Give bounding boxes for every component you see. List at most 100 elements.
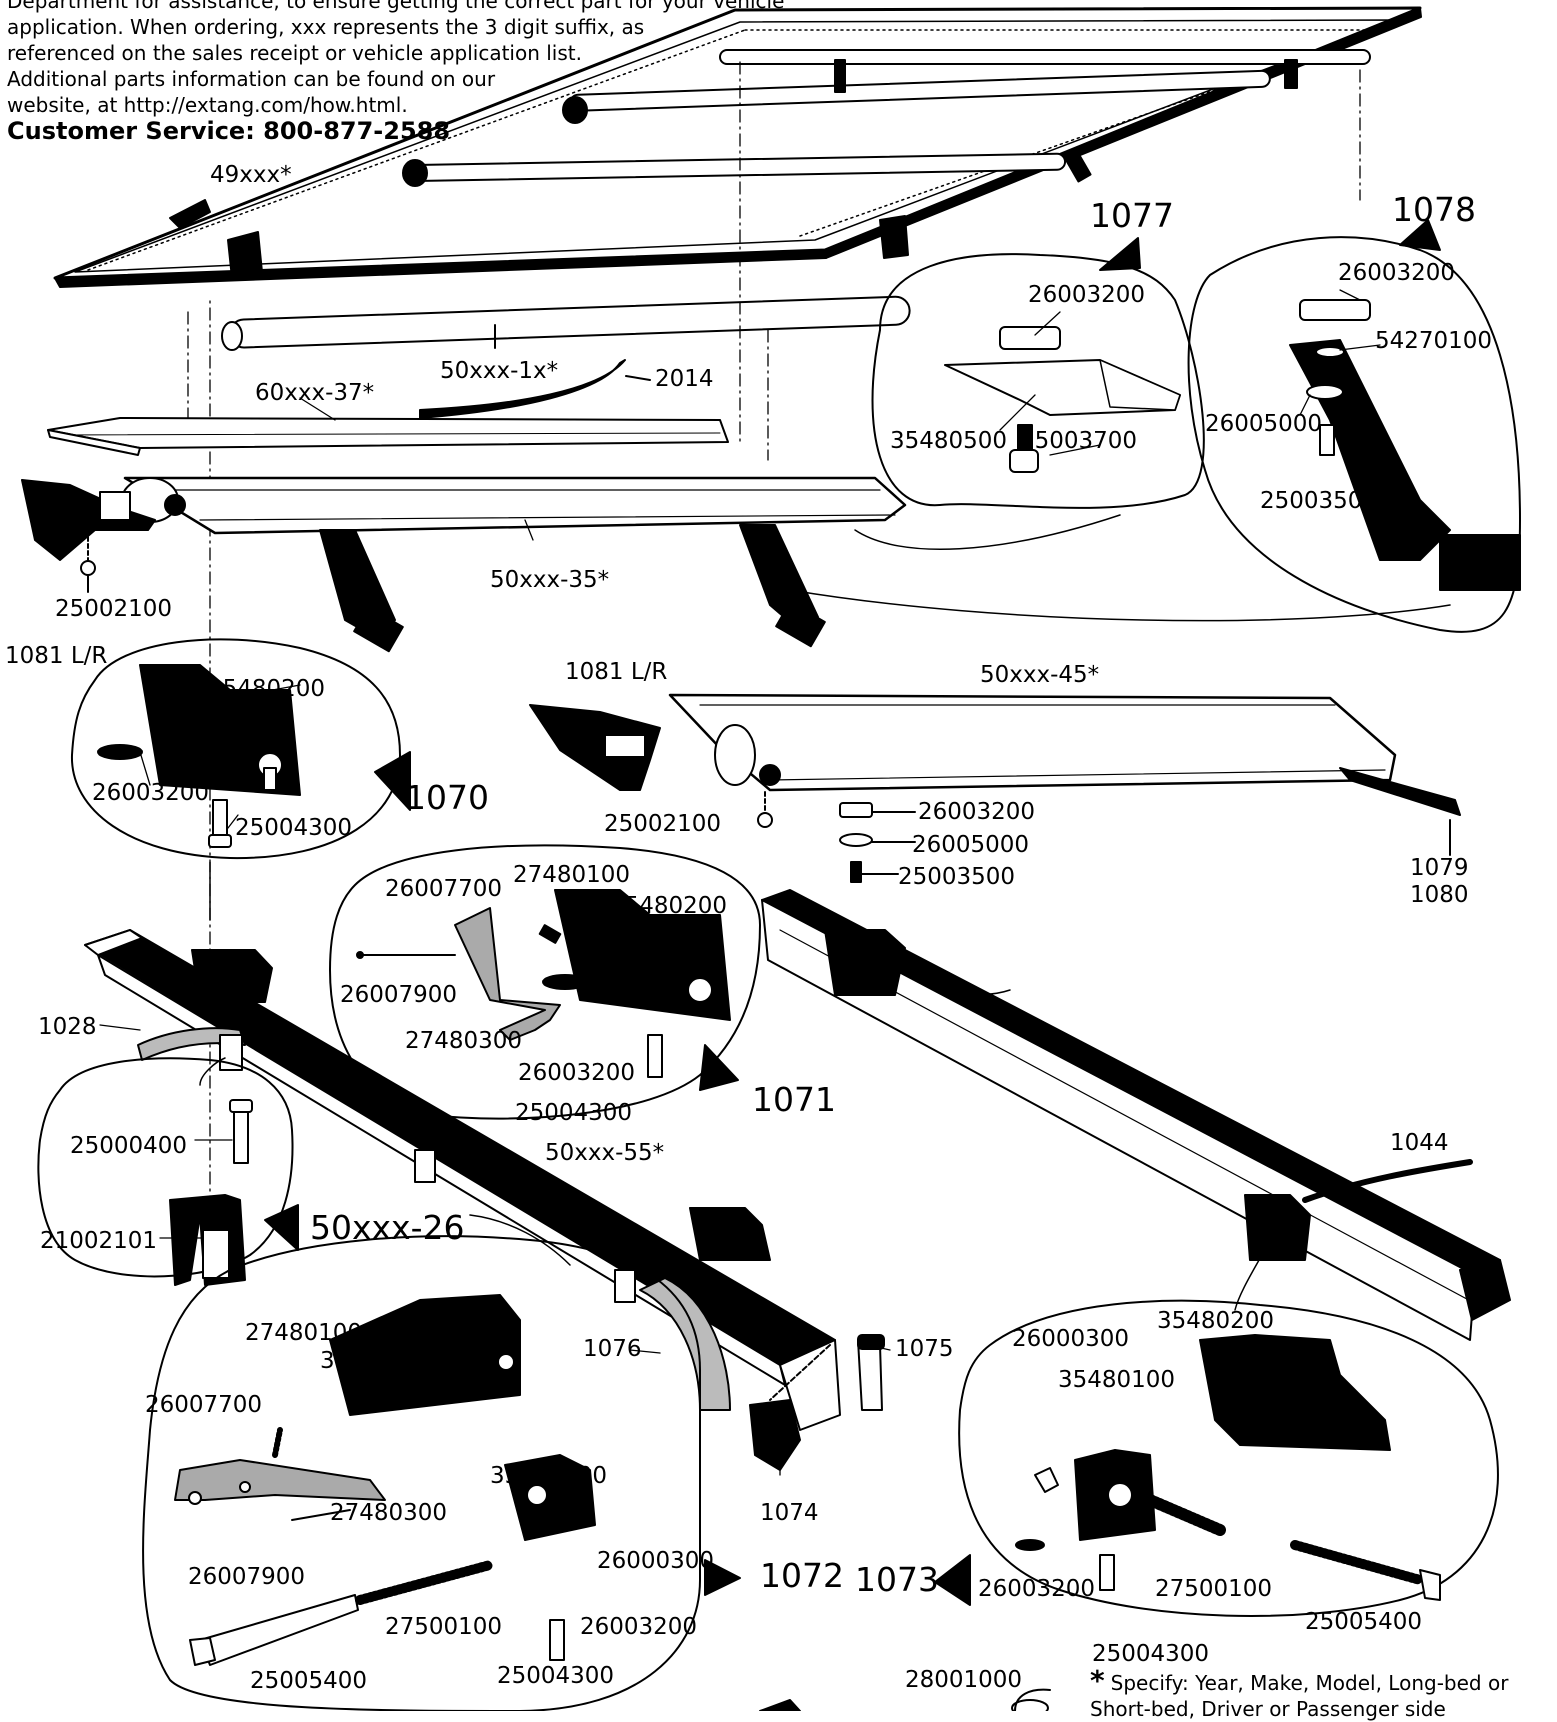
part-label: 50xxx-1x* — [440, 358, 559, 384]
part-label: 1074 — [760, 1500, 819, 1526]
bubble-1072 — [142, 1235, 741, 1711]
part-label: 27480100 — [513, 862, 631, 888]
part-label: 1044 — [1390, 1130, 1449, 1156]
part-label: 26003200 — [978, 1576, 1096, 1602]
part-label: 25005400 — [250, 1668, 368, 1694]
part-label: 25003700 — [1020, 428, 1138, 454]
ordering-instructions: Department for assistance, to ensure get… — [7, 0, 785, 145]
part-label: 1079 — [1410, 855, 1469, 881]
part-label: 1081 L/R — [565, 659, 668, 685]
part-label: 26007900 — [340, 982, 458, 1008]
rail-50xxx-55 — [84, 929, 841, 1431]
part-label: 25005400 — [1305, 1609, 1423, 1635]
part-label: 26000300 — [1012, 1326, 1130, 1352]
weather-strip-2014 — [419, 359, 626, 419]
bubble-50xxx-26 — [37, 1057, 299, 1286]
part-label: 1075 — [895, 1336, 954, 1362]
part-label: 26003200 — [580, 1614, 698, 1640]
part-label: 26003200 — [518, 1060, 636, 1086]
asterisk: * — [1090, 1664, 1105, 1697]
callout-number: 50xxx-26 — [310, 1208, 465, 1247]
part-label: 25000400 — [70, 1133, 188, 1159]
part-label: 21002101 — [40, 1228, 158, 1254]
part-label: 26003200 — [918, 799, 1036, 825]
part-label: 27480300 — [330, 1500, 448, 1526]
leader-lines — [99, 289, 1381, 1476]
leader-curve — [854, 514, 1121, 551]
part-label: 27480100 — [245, 1320, 363, 1346]
part-label: 35480200 — [1157, 1308, 1275, 1334]
callout-number: 1070 — [405, 778, 489, 817]
intro-line: application. When ordering, xxx represen… — [7, 15, 645, 39]
part-label: 26007700 — [145, 1392, 263, 1418]
part-label: 25004300 — [515, 1100, 633, 1126]
part-label: 1076 — [583, 1336, 642, 1362]
part-label: 35480100 — [1058, 1367, 1176, 1393]
part-label: 26007900 — [188, 1564, 306, 1590]
alignment-lines — [187, 61, 1361, 1281]
intro-line: Additional parts information can be foun… — [7, 67, 496, 91]
part-label: 50xxx-45* — [980, 662, 1100, 688]
part-label: 35480200 — [610, 893, 728, 919]
bubble-1073 — [934, 1299, 1499, 1617]
part-label: 54270100 — [1375, 328, 1493, 354]
hardware-stack — [839, 802, 916, 883]
part-label: 28001000 — [905, 1667, 1023, 1693]
callout-number: 1077 — [1090, 196, 1174, 235]
part-label: 26003200 — [1028, 282, 1146, 308]
bubble-1070 — [70, 638, 411, 860]
part-label: 50xxx-55* — [545, 1140, 665, 1166]
part-label: 25004300 — [235, 815, 353, 841]
part-label: 27500100 — [385, 1614, 503, 1640]
rail-60xxx-37 — [47, 417, 729, 456]
part-label: 27480300 — [405, 1028, 523, 1054]
part-label: 27500100 — [1155, 1576, 1273, 1602]
part-label: 25003500 — [898, 864, 1016, 890]
end-cap-1081-right — [529, 704, 773, 828]
bubble-1071 — [329, 844, 761, 1120]
customer-service-phone: Customer Service: 800-877-2588 — [7, 117, 451, 145]
part-label: 26003200 — [92, 780, 210, 806]
part-label: 50xxx-35* — [490, 567, 610, 593]
part-label: 35480200 — [320, 1348, 438, 1374]
part-label: 1028 — [38, 1014, 97, 1040]
intro-line: referenced on the sales receipt or vehic… — [7, 41, 582, 65]
callout-number: 1072 — [760, 1556, 844, 1595]
bubble-28001000-partial — [759, 1688, 1051, 1711]
callout-number: 1078 — [1392, 190, 1476, 229]
specify-note-text: Specify: Year, Make, Model, Long-bed or … — [1090, 1671, 1509, 1721]
part-label: 26005000 — [1205, 411, 1323, 437]
intro-line: website, at http://extang.com/how.html. — [7, 93, 408, 117]
right-long-rail — [761, 889, 1511, 1341]
end-cap-1075-1074 — [749, 1334, 885, 1471]
panel-50xxx-45 — [668, 693, 1461, 856]
bubble-1077 — [871, 237, 1205, 509]
part-label: 35480200 — [208, 676, 326, 702]
bubble-1078 — [1187, 219, 1521, 633]
part-label: 25002100 — [604, 811, 722, 837]
end-cap-1081-left — [21, 479, 156, 593]
part-label: 25003500 — [1260, 488, 1378, 514]
part-label: 25004300 — [497, 1663, 615, 1689]
part-label: 26007700 — [385, 876, 503, 902]
callout-number: 1073 — [855, 1560, 939, 1599]
callout-number: 1071 — [752, 1080, 836, 1119]
part-label: 26003200 — [1338, 260, 1456, 286]
part-label: 49xxx* — [210, 162, 292, 188]
part-label: 25002100 — [55, 596, 173, 622]
panel-50xxx-35 — [121, 476, 907, 653]
specify-note: *Specify: Year, Make, Model, Long-bed or… — [1090, 1667, 1530, 1722]
part-label: 26000300 — [597, 1548, 715, 1574]
part-label: 60xxx-37* — [255, 380, 375, 406]
part-label: 35480100 — [490, 1463, 608, 1489]
part-label: 2014 — [655, 366, 714, 392]
rod-50xxx-1x — [221, 295, 911, 351]
cover-clamp — [169, 199, 909, 279]
leader-curve — [789, 589, 1451, 622]
part-label: 1081 L/R — [5, 643, 108, 669]
part-label: 35480500 — [890, 428, 1008, 454]
intro-line: Department for assistance, to ensure get… — [7, 0, 785, 13]
part-label: 26005000 — [912, 832, 1030, 858]
